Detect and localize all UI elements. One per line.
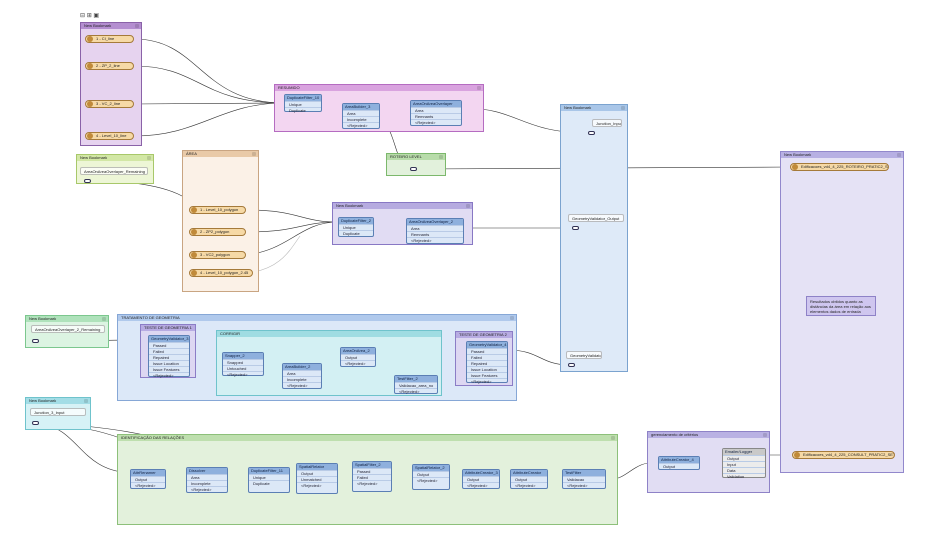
feature-reader[interactable]: 1 - CI_line bbox=[85, 35, 134, 43]
bookmark-title: ROTEIRO LEVEL bbox=[387, 154, 445, 160]
collapse-icon[interactable] bbox=[466, 204, 470, 208]
collapse-icon[interactable] bbox=[252, 152, 256, 156]
collapse-icon[interactable] bbox=[510, 316, 514, 320]
connector-label[interactable]: Junction_Input bbox=[592, 119, 622, 127]
junction[interactable] bbox=[410, 167, 417, 171]
bookmark-title: CORRIGIR bbox=[217, 331, 441, 337]
connector-label[interactable]: Junction_3_Input bbox=[30, 408, 86, 416]
transformer-node[interactable]: SpatialFilter_2 Passed Failed <Rejected> bbox=[352, 461, 392, 492]
feature-reader[interactable]: 4 - Level_10_line bbox=[85, 132, 134, 140]
transformer-node[interactable]: AttributeCreator_4 Output bbox=[658, 456, 700, 470]
junction[interactable] bbox=[32, 421, 39, 425]
bookmark-title: TESTE DE GEOMETRIA 2 bbox=[456, 332, 512, 338]
collapse-icon[interactable] bbox=[621, 106, 625, 110]
junction[interactable] bbox=[568, 363, 575, 367]
wire bbox=[245, 221, 339, 233]
connector-label[interactable]: GeometryValidator_4_Passed bbox=[566, 351, 602, 359]
bookmark-title: TESTE DE GEOMETRIA 1 bbox=[141, 325, 195, 331]
transformer-node[interactable]: TestFilter_2 Validacao_area_no <Rejected… bbox=[394, 375, 438, 394]
transformer-node[interactable]: Dissolver Area Incomplete <Rejected> bbox=[186, 467, 228, 493]
transformer-node[interactable]: DuplicateFilter_11 Unique Duplicate bbox=[248, 467, 290, 493]
bookmark-area[interactable]: ÁREA bbox=[182, 150, 259, 292]
junction[interactable] bbox=[84, 179, 91, 183]
collapse-icon[interactable] bbox=[477, 86, 481, 90]
transformer-node[interactable]: AttrRenamer Output <Rejected> bbox=[130, 469, 166, 489]
feature-reader[interactable]: 3 - VC2_polygon bbox=[189, 251, 246, 259]
transformer-node[interactable]: SpatialRelator_2 Output <Rejected> bbox=[412, 464, 450, 490]
bookmark-title: TRATAMENTO DE GEOMETRIA bbox=[118, 315, 516, 321]
transformer-node[interactable]: GeometryValidator_3 Passed Failed Repair… bbox=[148, 335, 190, 378]
feature-reader[interactable]: 4 - Level_10_polygon_2.45 bbox=[189, 269, 253, 277]
junction[interactable] bbox=[572, 226, 579, 230]
transformer-node[interactable]: AttributeCreator_3 Output <Rejected> bbox=[462, 469, 500, 489]
transformer-node[interactable]: Snapper_2 Snapped Untouched <Rejected> bbox=[222, 352, 264, 377]
bookmark-title: New Bookmark bbox=[561, 105, 627, 111]
wire bbox=[245, 221, 339, 256]
transformer-node[interactable]: DuplicateFilter_10 Unique Duplicate bbox=[284, 94, 322, 113]
bookmark-title: New Bookmark bbox=[333, 203, 472, 209]
feature-writer[interactable]: Edificacoes_vd4_4_225_CONSULT_PRATIC2_SE… bbox=[792, 451, 895, 459]
transformer-node[interactable]: AttributeCreator Output <Rejected> bbox=[510, 469, 548, 489]
toolbar[interactable]: ⊟ ⊞ ▣ bbox=[80, 13, 100, 19]
collapse-icon[interactable] bbox=[84, 399, 88, 403]
bookmark-roteiro[interactable]: ROTEIRO LEVEL bbox=[386, 153, 446, 176]
connector-label[interactable]: GeometryValidator_Output bbox=[568, 214, 624, 222]
collapse-icon[interactable] bbox=[439, 155, 443, 159]
bookmark-title: New Bookmark bbox=[26, 316, 108, 322]
feature-reader[interactable]: 2 - ZP_2_line bbox=[85, 62, 134, 70]
transformer-node[interactable]: Emailer/Logger Output Input Data Validat… bbox=[722, 448, 766, 479]
collapse-icon[interactable] bbox=[147, 156, 151, 160]
transformer-node[interactable]: AreaBuilder_3 Area Incomplete <Rejected> bbox=[342, 103, 380, 129]
collapse-icon[interactable] bbox=[897, 153, 901, 157]
connector-label[interactable]: AreaOnAreaOverlayer_Remaining bbox=[80, 167, 148, 175]
bookmark-title: IDENTIFICAÇÃO DAS RELAÇÕES bbox=[118, 435, 617, 441]
junction[interactable] bbox=[32, 339, 39, 343]
connector-label[interactable]: AreaOnAreaOverlayer_2_Remaining bbox=[31, 325, 105, 333]
bookmark-title: New Bookmark bbox=[77, 155, 153, 161]
wire bbox=[133, 65, 285, 104]
transformer-node[interactable]: TestFilter Validacao <Rejected> bbox=[562, 469, 606, 489]
wire bbox=[133, 102, 285, 137]
feature-reader[interactable]: 2 - ZP2_polygon bbox=[189, 228, 246, 236]
transformer-node[interactable]: AreaOnAreaOverlayer Area Remnants <Rejec… bbox=[410, 100, 462, 126]
transformer-node[interactable]: GeometryValidator_4 Passed Failed Repair… bbox=[466, 341, 508, 384]
wire bbox=[133, 38, 285, 104]
wire bbox=[245, 209, 339, 223]
feature-reader[interactable]: 3 - VC_2_line bbox=[85, 100, 134, 108]
bookmark-right-blue[interactable]: New Bookmark bbox=[560, 104, 628, 372]
bookmark-title: ÁREA bbox=[183, 151, 258, 157]
transformer-node[interactable]: AreaBuilder_2 Area Incomplete <Rejected> bbox=[282, 363, 322, 389]
bookmark-title: gerenciamento de critérios bbox=[648, 432, 769, 438]
bookmark-title: New Bookmark bbox=[781, 152, 903, 158]
transformer-node[interactable]: AreaOnAreaOverlayer_2 Area Remnants <Rej… bbox=[406, 218, 464, 244]
transformer-node[interactable]: DuplicateFilter_2 Unique Duplicate bbox=[338, 217, 374, 237]
bookmark-title: New Bookmark bbox=[81, 23, 141, 29]
transformer-node[interactable]: AreaOnArea_2 Output <Rejected> bbox=[340, 347, 376, 367]
bookmark-title: RESUMIDO bbox=[275, 85, 483, 91]
wire bbox=[91, 180, 194, 211]
collapse-icon[interactable] bbox=[611, 436, 615, 440]
bookmark-title: New Bookmark bbox=[26, 398, 90, 404]
collapse-icon[interactable] bbox=[102, 317, 106, 321]
collapse-icon[interactable] bbox=[135, 24, 139, 28]
feature-reader[interactable]: 1 - Level_10_polygon bbox=[189, 206, 246, 214]
junction[interactable] bbox=[588, 131, 595, 135]
transformer-node[interactable]: SpatialRelator Output Unmatched <Rejecte… bbox=[296, 463, 338, 494]
collapse-icon[interactable] bbox=[763, 433, 767, 437]
annotation-note[interactable]: Resultados obtidos quanto as distâncias … bbox=[806, 296, 876, 316]
wire bbox=[133, 102, 285, 105]
feature-writer[interactable]: Edificacoes_vd4_4_225_ROTEIRO_PRATIC2_SE… bbox=[790, 163, 889, 171]
